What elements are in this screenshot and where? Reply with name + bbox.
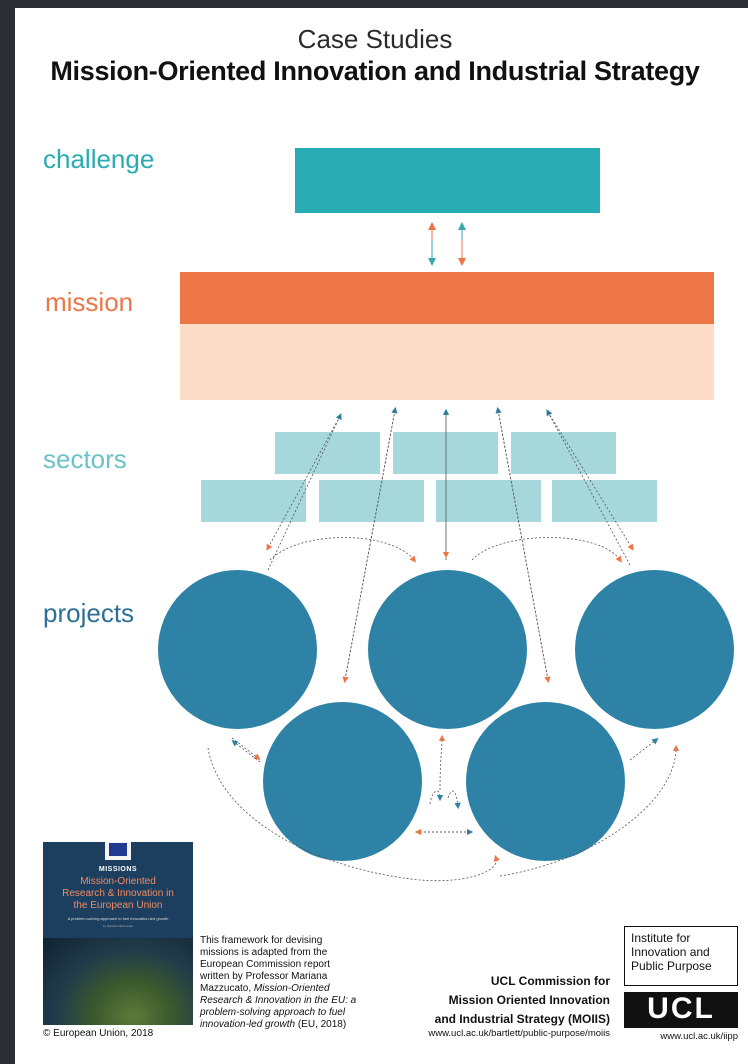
project-circle [263, 702, 422, 861]
iipp-logo-box: Institute for Innovation and Public Purp… [624, 926, 738, 986]
eu-flag-icon [105, 842, 131, 860]
iipp-line-2: Innovation and [631, 945, 710, 959]
iipp-line-1: Institute for [631, 931, 691, 945]
report-series: MISSIONS [98, 866, 138, 873]
framework-note-tail: (EU, 2018) [297, 1019, 347, 1030]
sector-box [319, 480, 424, 522]
mission-box-lower [180, 324, 714, 400]
commission-line-1: UCL Commission for [490, 974, 610, 988]
framework-note-report-title: Mission-Oriented Research & Innovation i… [200, 983, 357, 1030]
commission-line-2: Mission Oriented Innovation [448, 993, 610, 1007]
iipp-line-3: Public Purpose [631, 959, 712, 973]
challenge-box [295, 148, 600, 213]
copyright: © European Union, 2018 [43, 1028, 154, 1039]
mission-box [180, 272, 714, 324]
sector-box [552, 480, 657, 522]
level-label-sectors: sectors [43, 444, 127, 474]
report-title: Mission-Oriented Research & Innovation i… [62, 876, 174, 911]
project-circle [158, 570, 317, 729]
project-circle [368, 570, 527, 729]
ucl-logo: UCL [624, 992, 738, 1028]
level-label-mission: mission [45, 287, 134, 317]
iipp-url: www.ucl.ac.uk/iipp [660, 1031, 738, 1042]
framework-note-text: This framework for devising missions is … [200, 935, 331, 994]
sector-box [275, 432, 380, 474]
commission-line-3: and Industrial Strategy (MOIIS) [434, 1012, 610, 1026]
sector-box [436, 480, 541, 522]
report-cover: MISSIONS Mission-Oriented Research & Inn… [43, 842, 193, 1025]
report-subtitle: A problem-solving approach to fuel innov… [67, 916, 169, 921]
mission-sector-arrows [266, 406, 634, 684]
commission-block: UCL Commission for Mission Oriented Inno… [400, 972, 610, 1029]
sector-box [393, 432, 498, 474]
project-circle [466, 702, 625, 861]
project-links [207, 537, 680, 882]
poster-subtitle: Case Studies [297, 24, 453, 54]
framework-note: This framework for devising missions is … [200, 935, 360, 1031]
ucl-logo-text: UCL [647, 992, 715, 1025]
challenge-mission-arrows [428, 222, 466, 266]
report-author: by Mariana Mazzucato [102, 924, 134, 928]
level-label-challenge: challenge [43, 144, 155, 174]
level-label-projects: projects [43, 598, 135, 628]
earth-image [43, 938, 193, 1025]
project-circle [575, 570, 734, 729]
commission-url: www.ucl.ac.uk/bartlett/public-purpose/mo… [428, 1028, 610, 1039]
sector-box [511, 432, 616, 474]
poster-title: Mission-Oriented Innovation and Industri… [50, 56, 700, 86]
sector-box [201, 480, 306, 522]
